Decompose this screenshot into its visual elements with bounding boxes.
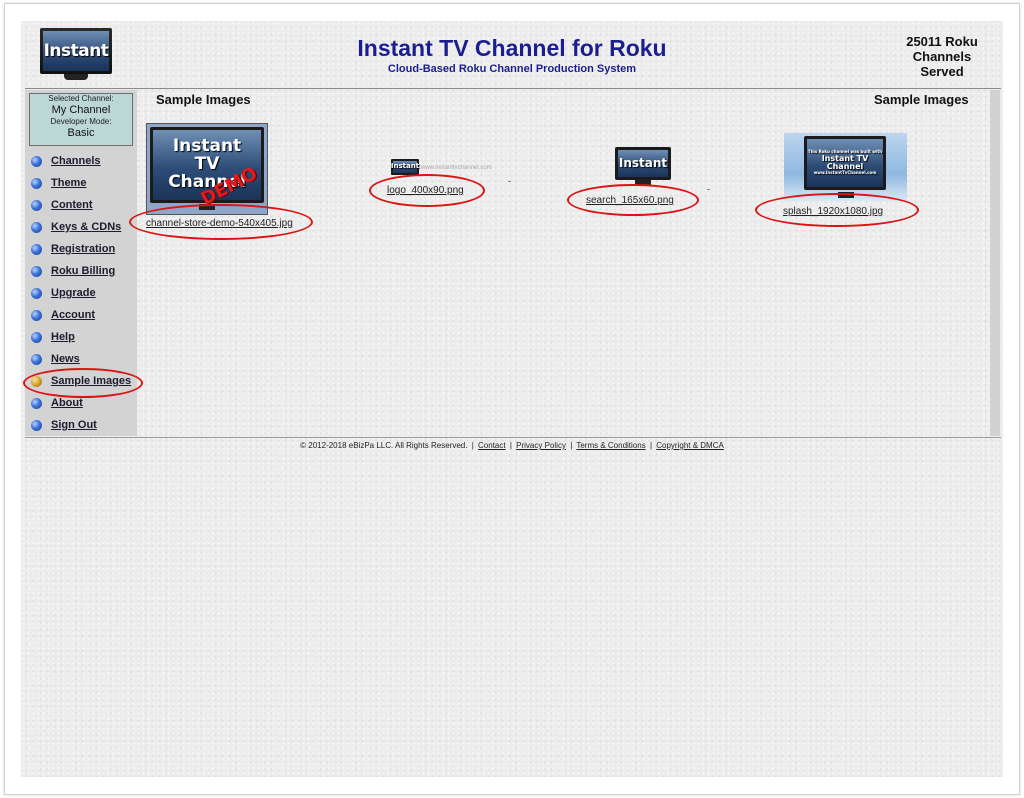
sidebar-item-about[interactable]: About bbox=[31, 394, 83, 412]
splash-thumbnail[interactable]: This Roku channel was built with Instant… bbox=[784, 133, 907, 201]
selected-channel-box: Selected Channel: My Channel Developer M… bbox=[29, 93, 133, 146]
sidebar-item-help[interactable]: Help bbox=[31, 328, 75, 346]
thumbnail-line-top: This Roku channel was built with bbox=[807, 149, 883, 155]
thumbnail-tv-text: Instant TV Channel bbox=[153, 130, 261, 200]
sidebar-item-label: Channels bbox=[51, 155, 101, 167]
sidebar-item-label: Roku Billing bbox=[51, 265, 116, 277]
file-link-splash[interactable]: splash_1920x1080.jpg bbox=[783, 206, 884, 217]
developer-mode-label: Developer Mode: bbox=[50, 117, 112, 126]
logo-tv-stand bbox=[64, 74, 88, 80]
site-logo[interactable]: Instant bbox=[40, 28, 112, 82]
terms-conditions-link[interactable]: Terms & Conditions bbox=[576, 441, 646, 450]
thumbnail-tv-text: This Roku channel was built with Instant… bbox=[807, 139, 883, 187]
sidebar: Selected Channel: My Channel Developer M… bbox=[25, 90, 137, 436]
thumbnail-url-text: www.instanttvchannel.com bbox=[421, 165, 492, 171]
copyright-text: © 2012-2018 eBizPa LLC. All Rights Reser… bbox=[300, 441, 468, 450]
file-link-search[interactable]: search_165x60.png bbox=[586, 195, 674, 206]
sidebar-item-sample-images[interactable]: Sample Images bbox=[31, 372, 131, 390]
blue-orb-icon bbox=[31, 353, 42, 365]
sidebar-item-label: News bbox=[51, 353, 80, 365]
logo-thumbnail[interactable]: Instant www.instanttvchannel.com bbox=[391, 159, 509, 177]
thumbnail-tv-screen: Instant bbox=[615, 147, 671, 180]
blue-orb-icon bbox=[31, 177, 42, 189]
copyright-dmca-link[interactable]: Copyright & DMCA bbox=[656, 441, 724, 450]
sidebar-item-label: Content bbox=[51, 199, 93, 211]
blue-orb-icon bbox=[31, 309, 42, 321]
site-subtitle: Cloud-Based Roku Channel Production Syst… bbox=[387, 63, 637, 75]
sidebar-item-label: Theme bbox=[51, 177, 87, 189]
page: Instant Instant TV Channel for Roku Clou… bbox=[21, 21, 1003, 777]
sidebar-item-news[interactable]: News bbox=[31, 350, 80, 368]
separator: | bbox=[649, 441, 653, 450]
separator: - bbox=[508, 176, 511, 186]
selected-channel-value: My Channel bbox=[51, 104, 111, 116]
privacy-policy-link[interactable]: Privacy Policy bbox=[516, 441, 566, 450]
channels-served-count: 25011 Roku Channels Served bbox=[906, 34, 978, 79]
thumbnail-tv-stand bbox=[635, 180, 651, 185]
sidebar-item-account[interactable]: Account bbox=[31, 306, 95, 324]
blue-orb-icon bbox=[31, 265, 42, 277]
channel-store-demo-thumbnail[interactable]: Instant TV Channel DEMO bbox=[146, 123, 268, 215]
thumbnail-line-1: Instant TV Channel bbox=[821, 153, 869, 171]
sidebar-item-keys-cdns[interactable]: Keys & CDNs bbox=[31, 218, 121, 236]
search-thumbnail[interactable]: Instant bbox=[615, 147, 671, 187]
sidebar-item-label: Sign Out bbox=[51, 419, 97, 431]
blue-orb-icon bbox=[31, 155, 42, 167]
thumbnail-url-text: www.InstantTvChannel.com bbox=[813, 170, 877, 176]
sidebar-item-sign-out[interactable]: Sign Out bbox=[31, 416, 97, 434]
blue-orb-icon bbox=[31, 419, 42, 431]
blue-orb-icon bbox=[31, 287, 42, 299]
file-link-logo[interactable]: logo_400x90.png bbox=[387, 185, 464, 196]
thumbnail-tv-screen: Instant TV Channel bbox=[150, 127, 264, 203]
page-title: Sample Images bbox=[156, 92, 251, 107]
site-title: Instant TV Channel for Roku bbox=[357, 35, 667, 61]
file-link-channel-store-demo[interactable]: channel-store-demo-540x405.jpg bbox=[146, 218, 293, 229]
page-title-right: Sample Images bbox=[874, 92, 969, 107]
thumbnail-line-1: Instant bbox=[172, 136, 242, 157]
sidebar-item-theme[interactable]: Theme bbox=[31, 174, 86, 192]
separator: | bbox=[509, 441, 512, 450]
thumbnail-tv-screen: This Roku channel was built with Instant… bbox=[804, 136, 886, 190]
sidebar-item-registration[interactable]: Registration bbox=[31, 240, 115, 258]
blue-orb-icon bbox=[31, 331, 42, 343]
separator: | bbox=[570, 441, 573, 450]
developer-mode-value: Basic bbox=[67, 127, 95, 139]
thumbnail-tv-text: Instant bbox=[618, 150, 668, 177]
logo-tv-screen: Instant bbox=[40, 28, 112, 74]
sidebar-item-label: Account bbox=[51, 309, 95, 321]
blue-orb-icon bbox=[31, 243, 42, 255]
logo-text: Instant bbox=[43, 31, 109, 71]
contact-link[interactable]: Contact bbox=[478, 441, 506, 450]
sidebar-item-content[interactable]: Content bbox=[31, 196, 93, 214]
thumbnail-tv-text: Instant bbox=[391, 161, 419, 173]
thumbnail-line-2: TV Channel bbox=[168, 154, 246, 192]
sidebar-item-label: About bbox=[51, 397, 83, 409]
separator: | bbox=[471, 441, 474, 450]
blue-orb-icon bbox=[31, 397, 42, 409]
blue-orb-icon bbox=[31, 199, 42, 211]
sidebar-item-label: Registration bbox=[51, 243, 116, 255]
blue-orb-icon bbox=[31, 221, 42, 233]
footer-divider bbox=[25, 437, 1001, 438]
separator: - bbox=[707, 184, 710, 194]
sidebar-item-roku-billing[interactable]: Roku Billing bbox=[31, 262, 115, 280]
footer: © 2012-2018 eBizPa LLC. All Rights Reser… bbox=[21, 441, 1003, 450]
selected-channel-label: Selected Channel: bbox=[48, 94, 114, 103]
sidebar-item-label: Help bbox=[51, 331, 75, 343]
sidebar-item-label: Keys & CDNs bbox=[51, 221, 122, 233]
sidebar-item-label: Upgrade bbox=[51, 287, 96, 299]
scrollbar[interactable] bbox=[990, 90, 1000, 436]
gold-orb-icon bbox=[31, 375, 42, 387]
thumbnail-tv-screen: Instant bbox=[391, 159, 419, 175]
thumbnail-tv-stand bbox=[838, 192, 854, 198]
sidebar-item-label: Sample Images bbox=[51, 375, 132, 387]
sidebar-item-upgrade[interactable]: Upgrade bbox=[31, 284, 96, 302]
sidebar-item-channels[interactable]: Channels bbox=[31, 152, 101, 170]
thumbnail-tv-stand bbox=[199, 204, 215, 210]
header-divider bbox=[25, 88, 1001, 89]
